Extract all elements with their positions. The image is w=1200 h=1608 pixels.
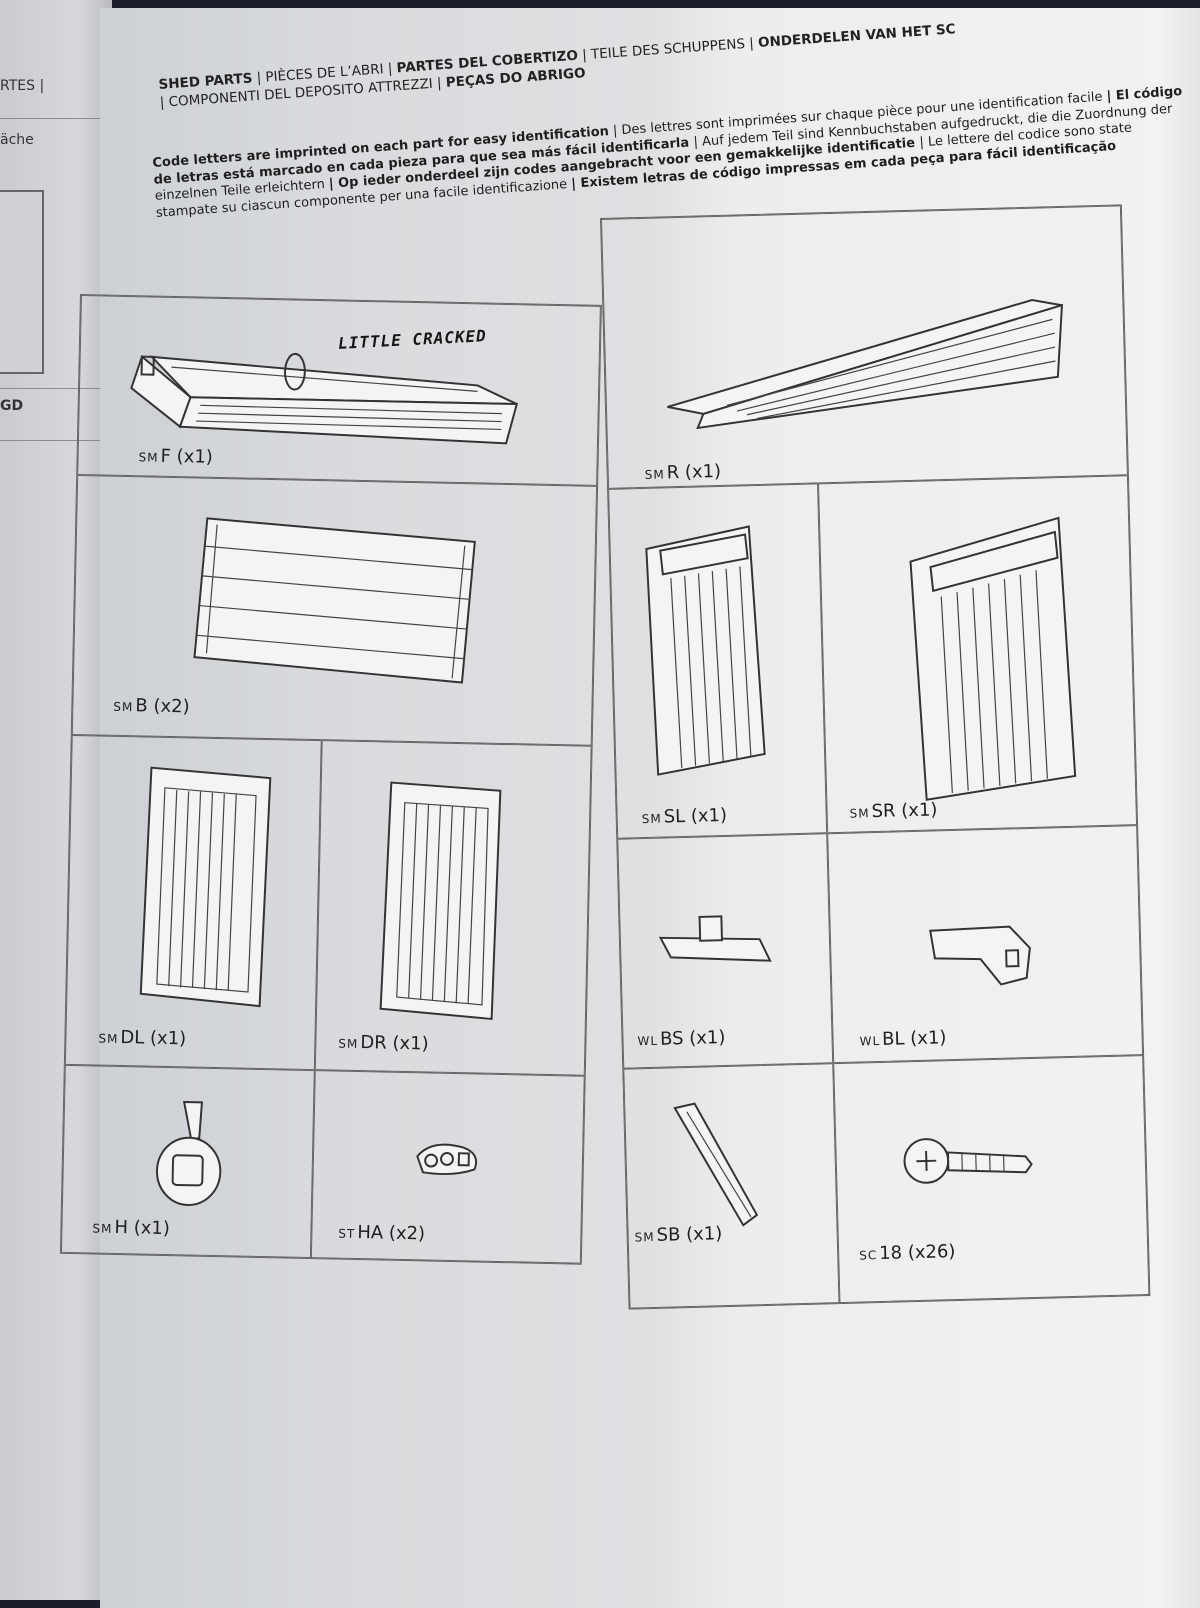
part-label-DL: SMDL (x1)	[98, 1027, 186, 1050]
part-cell-SR: SMSR (x1)	[818, 475, 1137, 833]
left-page-fragment: äche	[0, 132, 34, 148]
part-cell-SL: SMSL (x1)	[608, 483, 827, 838]
intro-text: Code letters are imprinted on each part …	[152, 83, 1194, 221]
side-left-drawing	[609, 484, 826, 837]
door-left-drawing	[66, 736, 321, 1069]
part-cell-H: SMH (x1)	[61, 1065, 315, 1258]
part-label-BS: WLBS (x1)	[637, 1027, 725, 1050]
parts-grid-right: SMR (x1) SMSL (x1)	[600, 204, 1150, 1309]
part-cell-S18: SC18 (x26)	[833, 1055, 1149, 1303]
part-cell-R: SMR (x1)	[601, 205, 1128, 489]
divider	[0, 118, 100, 119]
part-cell-SB: SMSB (x1)	[623, 1063, 839, 1308]
part-label-R: SMR (x1)	[644, 461, 721, 484]
left-page-fragment: RTES |	[0, 78, 44, 94]
part-label-SL: SMSL (x1)	[641, 805, 727, 828]
side-right-drawing	[819, 476, 1136, 832]
part-label-H: SMH (x1)	[92, 1216, 170, 1239]
part-cell-F: SMF (x1)	[77, 295, 601, 486]
left-page-figure	[0, 190, 44, 374]
part-label-SB: SMSB (x1)	[634, 1223, 722, 1246]
part-cell-DL: SMDL (x1)	[65, 735, 322, 1070]
part-cell-HA: STHA (x2)	[311, 1070, 585, 1264]
parts-grid-left: SMF (x1) SMB (x2)	[60, 294, 602, 1265]
part-cell-BL: WLBL (x1)	[827, 825, 1143, 1063]
part-label-F: SMF (x1)	[138, 445, 213, 468]
part-label-BL: WLBL (x1)	[859, 1027, 946, 1050]
part-cell-B: SMB (x2)	[72, 475, 597, 746]
part-cell-BS: WLBS (x1)	[617, 833, 833, 1068]
roof-panel-drawing	[602, 206, 1127, 487]
left-page-fragment: GD	[0, 398, 23, 414]
support-bar-drawing	[624, 1064, 838, 1307]
part-label-B: SMB (x2)	[113, 695, 190, 718]
part-label-HA: STHA (x2)	[338, 1222, 425, 1245]
screw-drawing	[834, 1056, 1148, 1302]
heading-part: ONDERDELEN VAN HET SC	[758, 21, 957, 51]
bracket-long-drawing	[828, 826, 1142, 1062]
door-right-drawing	[316, 741, 591, 1075]
part-label-S18: SC18 (x26)	[859, 1241, 956, 1265]
part-cell-DR: SMDR (x1)	[315, 740, 592, 1076]
heading-part: | TEILE DES SCHUPPENS |	[577, 35, 758, 64]
part-label-DR: SMDR (x1)	[338, 1032, 429, 1055]
parts-page: SHED PARTS | PIÈCES DE L’ABRI | PARTES D…	[100, 8, 1200, 1608]
part-label-SR: SMSR (x1)	[849, 799, 937, 822]
